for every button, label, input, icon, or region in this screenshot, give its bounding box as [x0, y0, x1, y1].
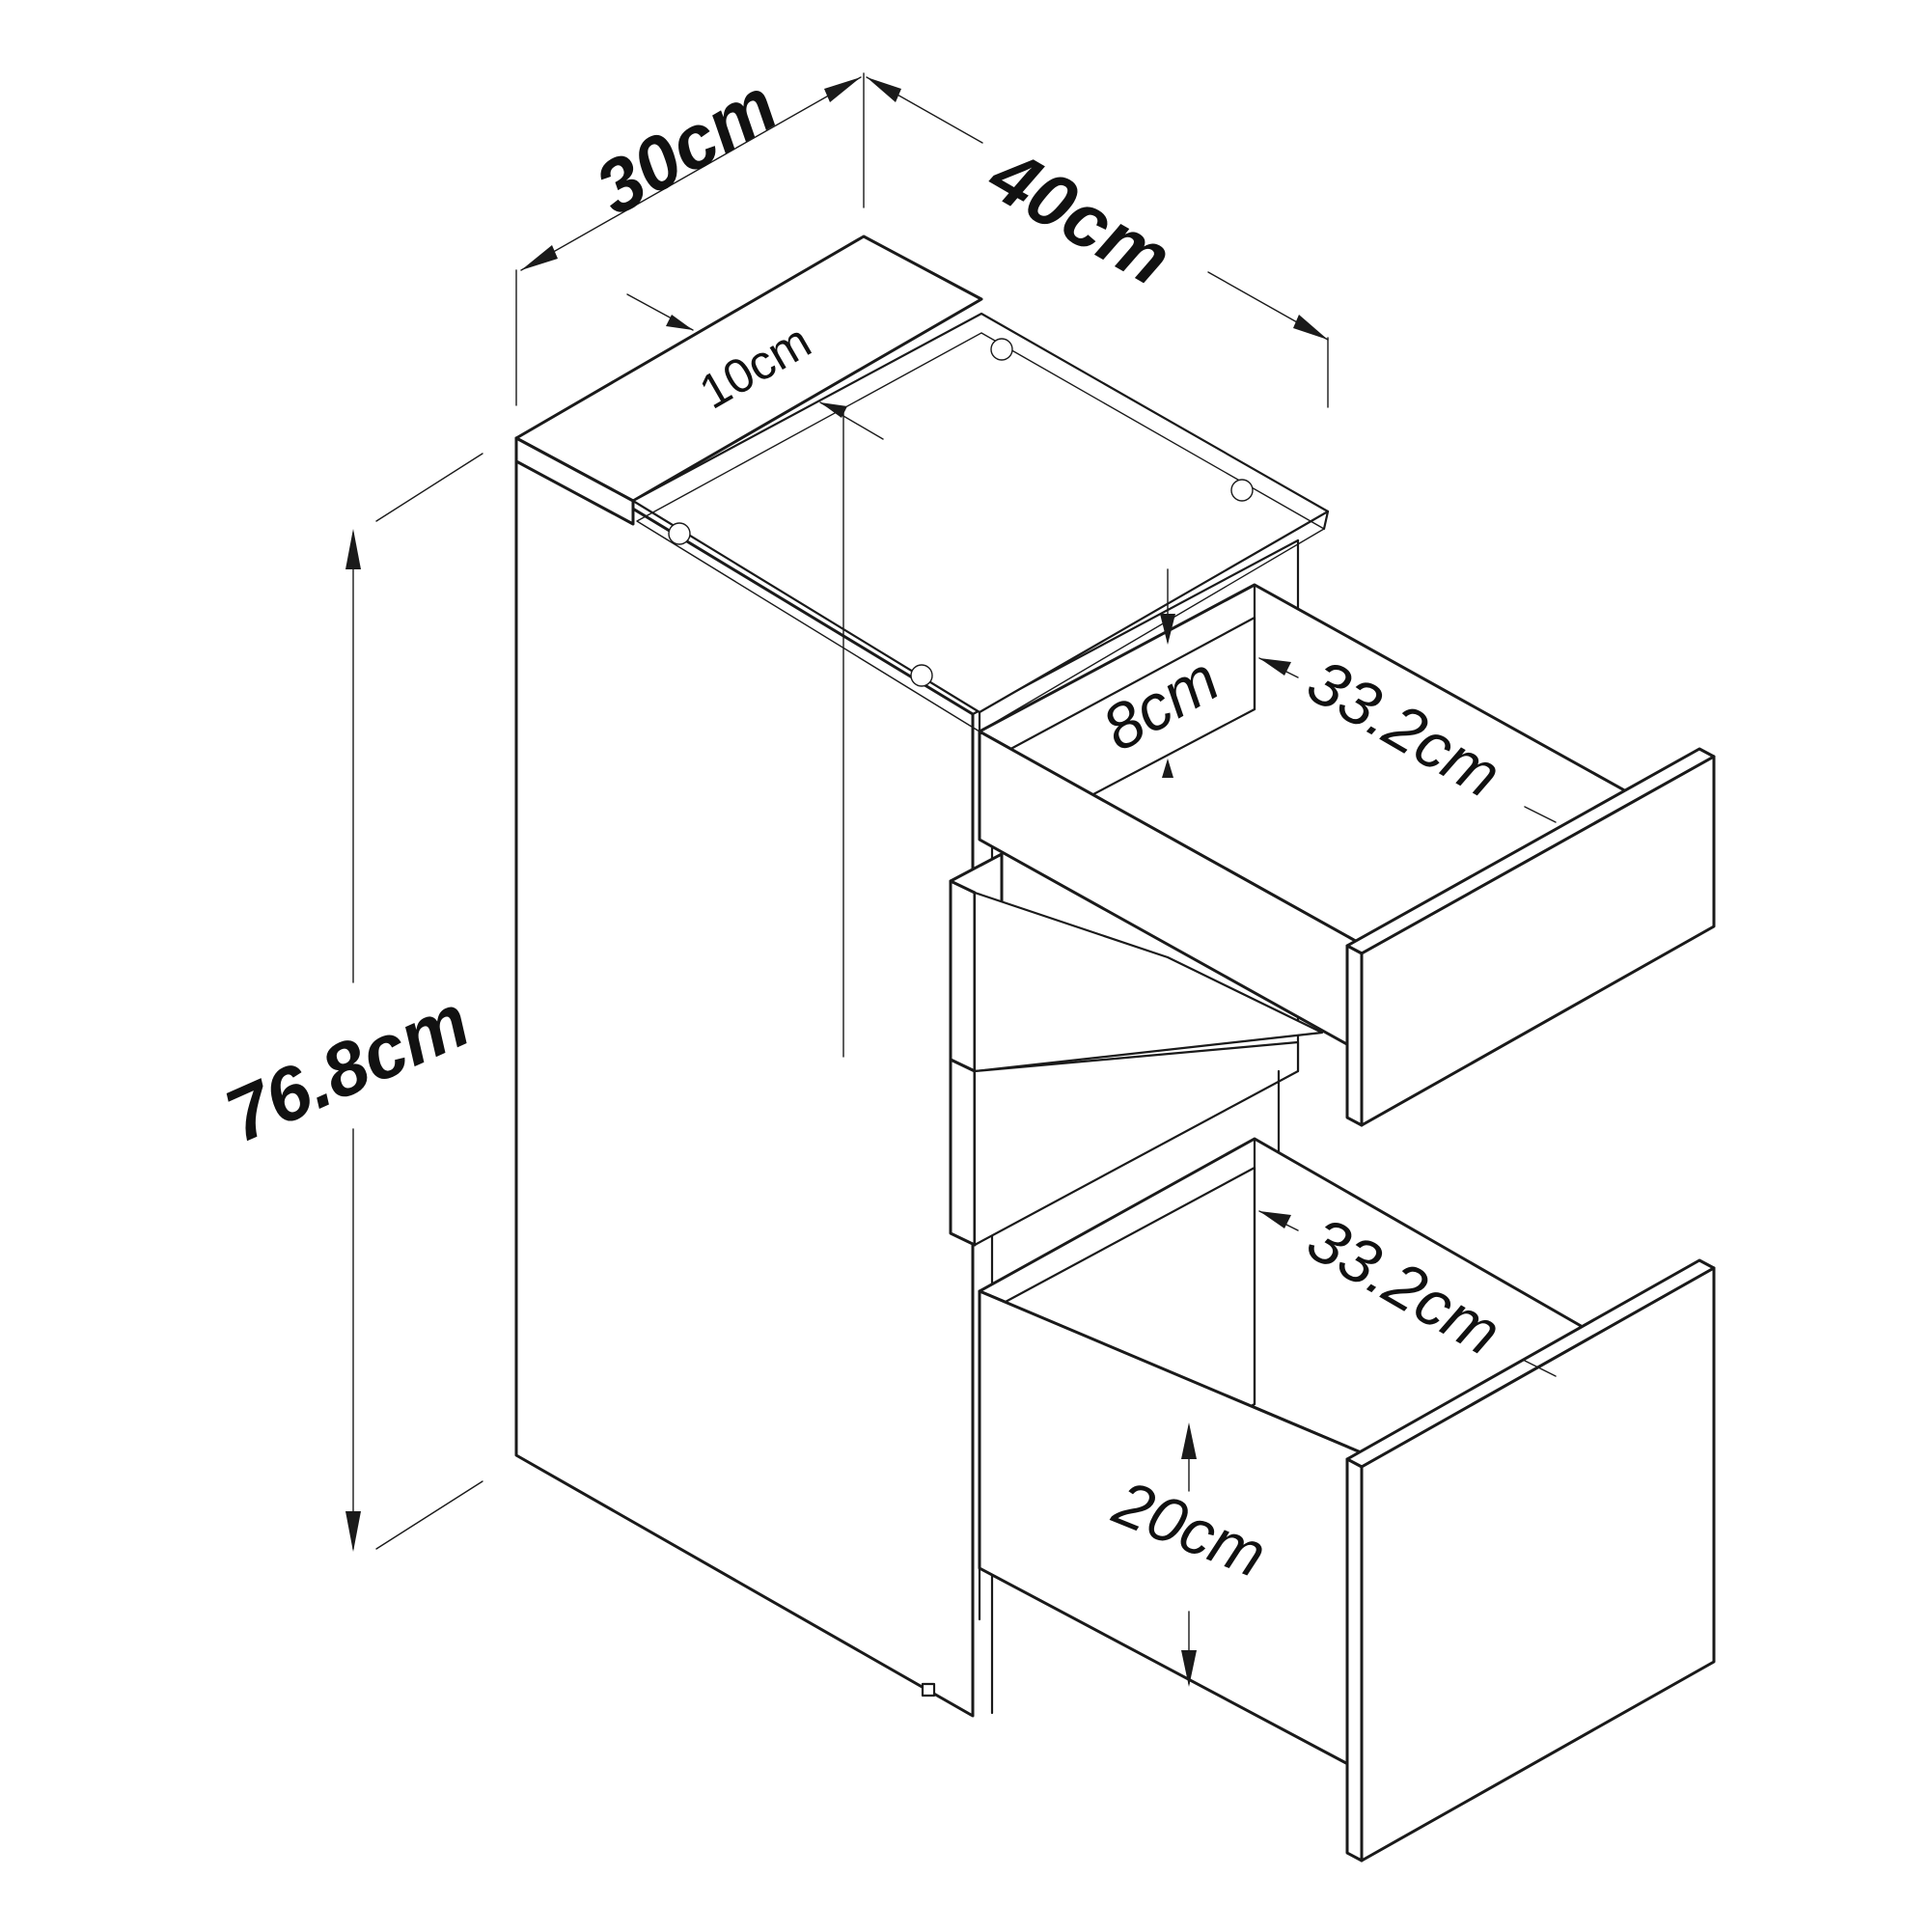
glass-corner-right	[1322, 510, 1330, 531]
arrowhead	[345, 529, 361, 569]
extension-line	[375, 453, 483, 522]
middle-drawer-top	[973, 891, 1324, 1073]
bottom-drawer[interactable]	[978, 1137, 1716, 1863]
dimension-line-33-2cm	[1524, 806, 1557, 823]
label-height: 76.8cm	[213, 978, 481, 1159]
arrowhead	[820, 402, 847, 418]
arrowhead	[521, 245, 558, 270]
top-drawer-front	[1360, 755, 1716, 1127]
bottom-drawer-front-edge	[1345, 1457, 1364, 1863]
extension-line	[375, 1480, 483, 1550]
glass-top	[631, 312, 1330, 1058]
top-slab-edge	[514, 436, 635, 526]
bottom-drawer-front	[1360, 1266, 1716, 1863]
arrowhead	[666, 315, 693, 330]
foot	[921, 1682, 936, 1697]
cabinet-body	[514, 235, 1300, 1718]
middle-drawer[interactable]	[949, 852, 1324, 1073]
lower-drawer-top	[973, 1040, 1300, 1247]
arrowhead	[1160, 614, 1175, 645]
glass-stud	[910, 664, 933, 687]
arrowhead	[1259, 1211, 1291, 1228]
arrowhead	[1181, 1422, 1197, 1459]
arrowhead	[1181, 1650, 1197, 1687]
arrowhead	[867, 77, 901, 102]
dimension-line-30cm	[520, 76, 862, 271]
cabinet-side-panel	[514, 436, 975, 1718]
top-drawer-front-edge	[1345, 944, 1364, 1127]
arrowhead	[1162, 759, 1173, 778]
arrowhead	[824, 77, 861, 102]
dimension-lines	[345, 72, 1557, 1687]
glass-stud	[1230, 479, 1254, 502]
arrowhead	[1259, 658, 1291, 676]
middle-drawer-face	[949, 879, 977, 1073]
dimension-line-33-2cm	[1524, 1360, 1557, 1377]
lower-drawer[interactable]	[949, 1040, 1300, 1247]
lower-drawer-face	[949, 1058, 977, 1247]
arrowhead	[1293, 315, 1328, 340]
top-drawer[interactable]	[978, 583, 1716, 1127]
glass-stud	[668, 522, 691, 545]
label-top-depth: 30cm	[582, 62, 791, 232]
arrowhead	[345, 1511, 361, 1552]
glass-stud	[990, 338, 1013, 361]
label-top-width: 40cm	[975, 131, 1186, 302]
